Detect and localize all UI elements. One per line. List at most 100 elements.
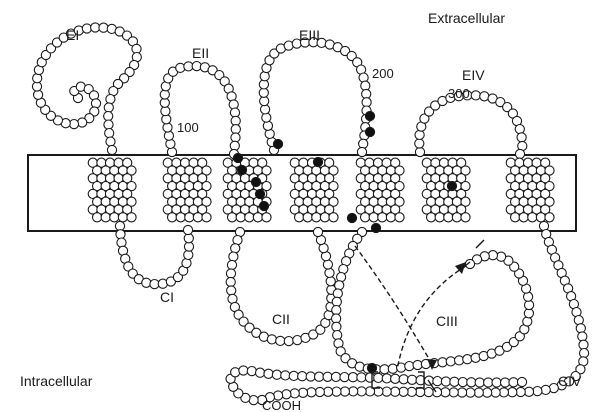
helix-residue — [193, 213, 202, 222]
residue — [247, 367, 256, 376]
residue — [69, 120, 78, 129]
residue — [164, 131, 173, 140]
residue — [166, 139, 175, 148]
marked-residue — [273, 139, 282, 148]
residue — [260, 72, 269, 81]
residue — [415, 130, 424, 139]
helix-residue — [110, 213, 119, 222]
loop-label-e1: EI — [66, 27, 79, 43]
residue — [484, 378, 493, 387]
helix-residue — [262, 213, 271, 222]
residue — [182, 259, 191, 268]
residue — [576, 324, 585, 333]
helix-residue — [452, 213, 461, 222]
helix-residue — [361, 213, 370, 222]
helix-residue — [536, 213, 545, 222]
residue — [78, 118, 87, 127]
residue — [501, 378, 510, 387]
marked-residue — [233, 153, 242, 162]
residue — [104, 120, 113, 129]
residue — [492, 378, 501, 387]
residue — [415, 139, 424, 148]
marked-residue — [365, 111, 374, 120]
residue — [323, 372, 332, 381]
residue — [261, 105, 270, 114]
helix-residue — [369, 213, 378, 222]
residue — [323, 260, 332, 269]
loop-label-c4: CIV — [558, 373, 582, 389]
residue — [391, 374, 400, 383]
residue — [335, 281, 344, 290]
residue — [361, 81, 370, 90]
residue — [231, 368, 240, 377]
helix-residue — [545, 213, 554, 222]
extracellular-label: Extracellular — [428, 10, 505, 26]
intracellular-label: Intracellular — [20, 373, 93, 389]
residue — [227, 260, 236, 269]
residue — [365, 373, 374, 382]
residue — [333, 289, 342, 298]
residue — [413, 360, 422, 369]
residue — [474, 388, 483, 397]
residue-number-300: 300 — [448, 86, 470, 101]
residue — [331, 372, 340, 381]
residue — [458, 388, 467, 397]
residue — [263, 121, 272, 130]
loop-label-c3: CIII — [436, 313, 458, 329]
residue — [509, 378, 518, 387]
residue — [463, 355, 472, 364]
marked-residue — [365, 127, 374, 136]
helix-residue — [461, 213, 470, 222]
helix-residue — [312, 213, 321, 222]
residue — [227, 286, 236, 295]
residue — [491, 388, 500, 397]
residue — [388, 364, 397, 373]
marked-residue — [259, 201, 268, 210]
helix-residue — [519, 213, 528, 222]
residue — [313, 227, 322, 236]
residue — [281, 371, 290, 380]
residue — [458, 378, 467, 387]
helix-residue — [395, 213, 404, 222]
helix-residue — [378, 213, 387, 222]
residue — [515, 125, 524, 134]
residue — [332, 387, 341, 396]
loop-label-c2: CII — [272, 311, 290, 327]
residue — [106, 137, 115, 146]
residue — [483, 388, 492, 397]
residue — [267, 335, 276, 344]
dashed-arrows — [355, 246, 466, 370]
residue — [332, 306, 341, 315]
helix-residue — [510, 213, 519, 222]
residue — [33, 74, 42, 83]
residue — [307, 388, 316, 397]
residue — [480, 92, 489, 101]
residue — [117, 238, 126, 247]
helix-residue — [253, 213, 262, 222]
marked-residue — [367, 363, 376, 372]
marked-residue — [371, 223, 380, 232]
helix-residue — [93, 213, 102, 222]
residue — [441, 377, 450, 386]
residue — [256, 368, 265, 377]
helix-residue — [127, 213, 136, 222]
helix-residue — [444, 213, 453, 222]
residue — [525, 300, 534, 309]
residue — [104, 103, 113, 112]
residue — [399, 387, 408, 396]
residue — [337, 273, 346, 282]
helix-residue — [320, 213, 329, 222]
helix-residue — [118, 213, 127, 222]
marked-residue — [255, 189, 264, 198]
residue — [475, 378, 484, 387]
residue — [357, 373, 366, 382]
residue — [333, 331, 342, 340]
residue — [34, 90, 43, 99]
residue — [264, 369, 273, 378]
residue — [284, 337, 293, 346]
residue — [104, 112, 113, 121]
marked-residue — [251, 177, 260, 186]
helix-residue — [168, 213, 177, 222]
helix-residue — [427, 213, 436, 222]
residue — [374, 373, 383, 382]
